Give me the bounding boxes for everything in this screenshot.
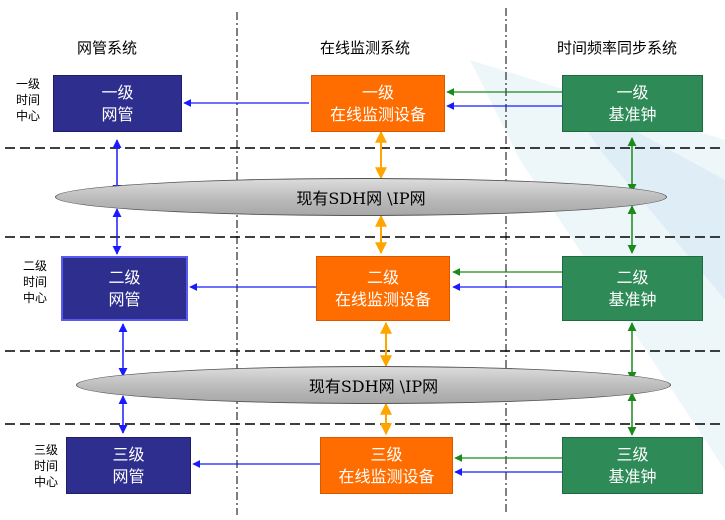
sdh-ip-network-upper: 现有SDH网 \IP网 xyxy=(55,178,667,216)
level-1-center-label: 一级 时间 中心 xyxy=(15,77,40,123)
column-title-online-monitor: 在线监测系统 xyxy=(319,39,411,57)
network-label: 现有SDH网 \IP网 xyxy=(296,189,426,208)
network-label: 现有SDH网 \IP网 xyxy=(308,377,439,396)
box-line: 在线监测设备 xyxy=(338,466,435,486)
level-2-network-mgmt: 二级 网管 xyxy=(61,256,188,321)
level-1-network-mgmt: 一级 网管 xyxy=(53,75,182,132)
box-line: 一级 xyxy=(101,82,134,102)
level-1-reference-clock: 一级 基准钟 xyxy=(562,75,703,132)
box-line: 网管 xyxy=(108,289,141,309)
box-line: 基准钟 xyxy=(608,289,657,309)
level-3-online-monitor: 三级 在线监测设备 xyxy=(320,437,453,494)
level-3-center-label: 三级 时间 中心 xyxy=(33,443,58,489)
box-line: 二级 xyxy=(366,267,399,287)
level-2-center-label: 二级 时间 中心 xyxy=(22,259,47,305)
box-line: 基准钟 xyxy=(608,466,657,486)
level-2-reference-clock: 二级 基准钟 xyxy=(562,256,703,321)
level-3-reference-clock: 三级 基准钟 xyxy=(562,437,703,494)
box-line: 二级 xyxy=(108,267,141,287)
box-line: 在线监测设备 xyxy=(334,289,431,309)
box-line: 三级 xyxy=(112,444,145,464)
box-line: 基准钟 xyxy=(608,104,657,124)
box-line: 在线监测设备 xyxy=(329,104,426,124)
box-line: 二级 xyxy=(616,267,649,287)
column-title-time-sync: 时间频率同步系统 xyxy=(556,39,678,57)
box-line: 一级 xyxy=(616,82,649,102)
sdh-ip-network-lower: 现有SDH网 \IP网 xyxy=(76,366,671,404)
box-line: 网管 xyxy=(112,466,145,486)
level-1-online-monitor: 一级 在线监测设备 xyxy=(311,75,445,132)
level-2-online-monitor: 二级 在线监测设备 xyxy=(316,256,450,321)
box-line: 一级 xyxy=(361,82,394,102)
column-title-network-mgmt: 网管系统 xyxy=(76,39,138,57)
box-line: 三级 xyxy=(370,444,403,464)
box-line: 网管 xyxy=(101,104,134,124)
box-line: 三级 xyxy=(616,444,649,464)
level-3-network-mgmt: 三级 网管 xyxy=(66,437,191,494)
